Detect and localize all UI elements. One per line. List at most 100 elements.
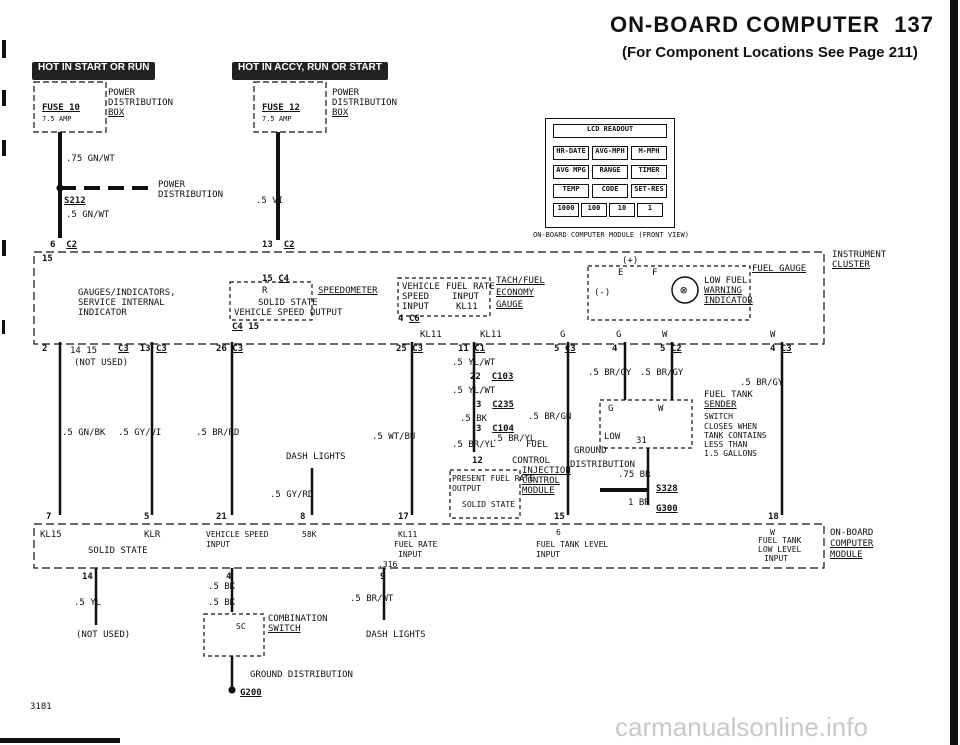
fuel-solid-state: SOLID STATE xyxy=(462,500,515,509)
tach-3: GAUGE xyxy=(496,300,524,310)
pin-5: 5 xyxy=(144,512,150,522)
fuse-box-2-outline xyxy=(253,81,327,133)
connector-c3-b: 26 C3 xyxy=(216,344,244,354)
injection-2: CONTROL xyxy=(522,476,560,486)
power-dist-box-1-a: POWER xyxy=(108,88,136,98)
obc-ftl-2: INPUT xyxy=(536,550,561,559)
connector-c2-b: 13 C2 xyxy=(262,240,295,250)
pin-7: 7 xyxy=(46,512,52,522)
obc-label-2: COMPUTER xyxy=(830,539,874,549)
wire-wt-bu: .5 WT/BU xyxy=(372,432,416,442)
obc-ftl-1: FUEL TANK LEVEL xyxy=(536,540,609,549)
lcd-key[interactable]: RANGE xyxy=(592,165,628,179)
wire-bk-b: .5 BK xyxy=(208,598,236,608)
lcd-module-caption: ON-BOARD COMPUTER MODULE (FRONT VIEW) xyxy=(533,231,689,239)
wire-bryl: .5 BR/YL xyxy=(452,440,496,450)
lcd-key[interactable]: AVG-MPH xyxy=(592,146,628,160)
lcd-key[interactable]: 10 xyxy=(609,203,635,217)
connector-c235: 3 C235 xyxy=(476,400,514,410)
tank-2: SENDER xyxy=(704,400,737,410)
speedometer-label: SPEEDOMETER xyxy=(318,286,378,296)
kl11-b: KL11 xyxy=(420,330,442,340)
pin-12: 12 xyxy=(472,456,483,466)
obc-label-1: ON-BOARD xyxy=(830,528,874,538)
tank-sender-w: W xyxy=(658,404,664,414)
gauge-f: F xyxy=(652,268,658,278)
ground-dist-bottom: GROUND DISTRIBUTION xyxy=(250,670,353,680)
lcd-key[interactable]: SET-RES xyxy=(631,184,667,198)
fuel-rate-1: FUEL RATE xyxy=(446,282,495,292)
gauge-e: E xyxy=(618,268,624,278)
wire-316: .316 xyxy=(378,560,398,569)
wire-ylwt-1: .5 YL/WT xyxy=(452,358,496,368)
pin-15: 15 xyxy=(554,512,565,522)
tank-low: LOW xyxy=(604,432,621,442)
present-fuel-rate-2: OUTPUT xyxy=(452,484,481,493)
cluster-not-used: (NOT USED) xyxy=(74,358,129,368)
page-title: ON-BOARD COMPUTER 137 xyxy=(610,12,934,37)
banner-hot-start-run: HOT IN START OR RUN xyxy=(32,62,156,80)
lcd-key[interactable]: AVG MPG xyxy=(553,165,589,179)
fuel-control-label: CONTROL xyxy=(512,456,550,466)
binding-mark xyxy=(2,40,6,58)
connector-c2-c: 5 C2 xyxy=(660,344,682,354)
instrument-cluster-label-2: CLUSTER xyxy=(832,260,870,270)
power-dist-box-2-a: POWER xyxy=(332,88,360,98)
kl11-a: KL11 xyxy=(456,302,478,312)
fuse-10-label: FUSE 10 xyxy=(42,103,80,113)
switch-not-used: (NOT USED) xyxy=(76,630,131,640)
pin-18: 18 xyxy=(768,512,779,522)
low-fuel-1: LOW FUEL xyxy=(704,276,748,286)
obc-vss-2: INPUT xyxy=(206,540,231,549)
lcd-key[interactable]: CODE xyxy=(592,184,628,198)
lcd-key[interactable]: 1 xyxy=(637,203,663,217)
fuel-label: FUEL xyxy=(526,440,548,450)
wire-br-wt: .5 BR/WT xyxy=(350,594,394,604)
splice-s328: S328 xyxy=(656,484,678,494)
lcd-key[interactable]: TIMER xyxy=(631,165,667,179)
lcd-key[interactable]: 1000 xyxy=(553,203,579,217)
lcd-key[interactable]: HR-DATE xyxy=(553,146,589,160)
pin-w2: W xyxy=(770,330,776,340)
page-subtitle: (For Component Locations See Page 211) xyxy=(622,44,918,61)
power-dist-box-2-c: BOX xyxy=(332,108,349,118)
vss-output-label: VEHICLE SPEED OUTPUT xyxy=(234,308,343,318)
obc-kl11: KL11 xyxy=(398,530,418,539)
pin-4b: 4 xyxy=(612,344,618,354)
lcd-key[interactable]: TEMP xyxy=(553,184,589,198)
wire-bryl-2: .5 BR/YL xyxy=(492,434,536,444)
gauges-label-2: SERVICE INTERNAL xyxy=(78,298,165,308)
warning-lamp-icon: ⊗ xyxy=(680,283,688,297)
pin-9: 9 xyxy=(380,572,386,582)
switch-sc: SC xyxy=(236,622,246,631)
lcd-key[interactable]: 100 xyxy=(581,203,607,217)
fuse-12-amp: 7.5 AMP xyxy=(262,115,292,123)
banner-hot-accy: HOT IN ACCY, RUN OR START xyxy=(232,62,388,80)
combination-label-2: SWITCH xyxy=(268,624,301,634)
obc-kl15: KL15 xyxy=(40,530,62,540)
pin-17: 17 xyxy=(398,512,409,522)
wire-75-gn-wt: .75 GN/WT xyxy=(66,154,115,164)
wire-ylwt-2: .5 YL/WT xyxy=(452,386,496,396)
ground-label-2: DISTRIBUTION xyxy=(570,460,636,470)
injection-1: INJECTION xyxy=(522,466,571,476)
pin-w1: W xyxy=(662,330,668,340)
gauges-label-1: GAUGES/INDICATORS, xyxy=(78,288,176,298)
connector-c103: 22 C103 xyxy=(470,372,514,382)
wire-yl: .5 YL xyxy=(74,598,102,608)
obc-fr-2: INPUT xyxy=(398,550,423,559)
pin-g1: G xyxy=(560,330,566,340)
wire-br-rd: .5 BR/RD xyxy=(196,428,240,438)
instrument-cluster-label-1: INSTRUMENT xyxy=(832,250,887,260)
wire-gn-bk: .5 GN/BK xyxy=(62,428,106,438)
dash-lights-top: DASH LIGHTS xyxy=(286,452,346,462)
connector-c4: 15 C4 xyxy=(262,274,290,284)
binding-mark xyxy=(2,140,6,156)
pin-w4: W xyxy=(770,528,775,537)
lcd-key[interactable]: M-MPH xyxy=(631,146,667,160)
wire-brgn: .5 BR/GN xyxy=(528,412,572,422)
connector-c3-d: 5 C3 xyxy=(554,344,576,354)
connector-c3-a: C3 13 C3 xyxy=(118,344,167,354)
pin-4c: 4 xyxy=(226,572,232,582)
binding-mark xyxy=(2,320,5,334)
